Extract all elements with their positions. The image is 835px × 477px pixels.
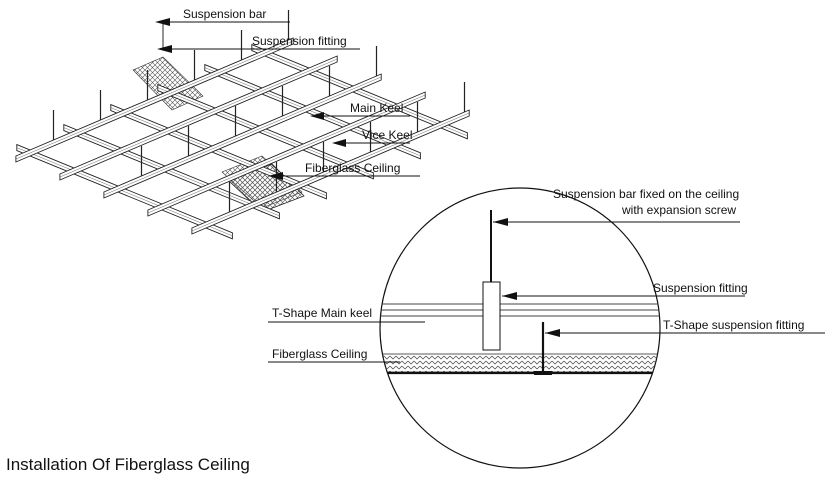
main-keel <box>63 123 280 220</box>
vice-keels <box>15 37 470 235</box>
suspension-bars <box>52 10 466 212</box>
label-detail-fiberglass-ceiling: Fiberglass Ceiling <box>272 347 367 361</box>
label-bar-fixed-line2: with expansion screw <box>621 203 736 217</box>
vice-keel <box>147 91 426 217</box>
vice-keel <box>15 37 294 163</box>
grid-arrowheads <box>155 18 346 180</box>
label-fiberglass-ceiling-grid: Fiberglass Ceiling <box>305 161 400 175</box>
detail-suspension-fitting <box>482 281 501 351</box>
main-keel <box>16 143 233 240</box>
label-suspension-fitting: Suspension fitting <box>252 34 347 48</box>
label-main-keel: Main Keel <box>350 101 403 115</box>
vice-keel <box>191 109 470 235</box>
detail-view <box>379 187 661 469</box>
vice-keel <box>59 55 338 181</box>
label-detail-suspension-fitting: Suspension fitting <box>653 281 748 295</box>
main-keel <box>157 83 374 180</box>
label-vice-keel: Vice Keel <box>362 128 412 142</box>
grid-leaders <box>162 21 420 177</box>
label-bar-fixed-line1: Suspension bar fixed on the ceiling <box>553 187 739 201</box>
detail-arrowheads <box>493 218 560 337</box>
main-keel <box>204 63 421 160</box>
detail-circle <box>379 187 661 469</box>
detail-leaders <box>268 221 825 363</box>
label-t-shape-suspension-fitting: T-Shape suspension fitting <box>663 318 804 332</box>
ceiling-grid-drawing <box>15 10 470 240</box>
label-t-shape-main-keel: T-Shape Main keel <box>272 306 372 320</box>
detail-fiberglass-panel <box>380 353 660 373</box>
diagram-title: Installation Of Fiberglass Ceiling <box>6 455 250 474</box>
vice-keel <box>103 73 382 199</box>
label-suspension-bar: Suspension bar <box>183 7 266 21</box>
